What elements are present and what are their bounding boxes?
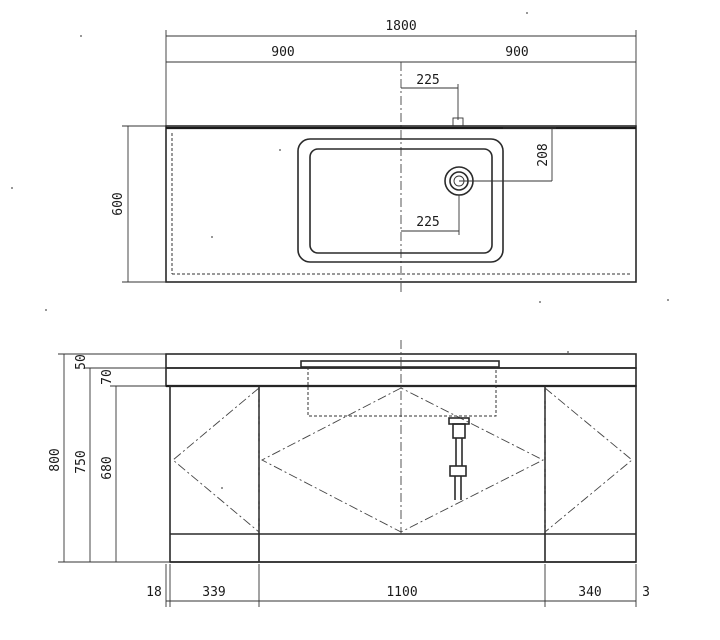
dim-right-half: 900 [505, 45, 528, 60]
door-swing-center [261, 387, 544, 533]
dim-left-half: 900 [271, 45, 294, 60]
door-swing-right [544, 387, 633, 533]
countertop-outline [165, 125, 637, 283]
cabinet-body [169, 385, 637, 563]
plan-view: 1800 900 900 225 208 225 [111, 19, 637, 292]
dim-drain-offset: 225 [416, 215, 439, 230]
dim-total-height: 800 [48, 448, 63, 471]
dim-top-thickness: 50 [74, 354, 89, 370]
dim-door-height: 680 [100, 456, 115, 479]
dim-right-gap: 3 [642, 585, 650, 600]
dim-overall-width: 1800 [385, 19, 416, 34]
sink-bowl-hidden [307, 367, 497, 417]
dim-depth: 600 [111, 192, 126, 215]
sink-rim [300, 360, 500, 368]
dim-drain-from-back: 208 [536, 143, 551, 166]
dim-cabinet-height: 750 [74, 450, 89, 473]
sink-bowl-inner [309, 148, 493, 254]
elevation-view: 800 50 750 70 680 18 339 1100 340 3 [48, 340, 650, 607]
scan-specks [11, 12, 669, 489]
sink-bowl-outer [297, 138, 504, 263]
dim-faucet-offset: 225 [416, 73, 439, 88]
dim-right-bay: 340 [578, 585, 601, 600]
dim-apron-height: 70 [100, 369, 115, 385]
dim-left-bay: 339 [202, 585, 225, 600]
drain-trap [448, 417, 470, 500]
dim-center-bay: 1100 [386, 585, 417, 600]
dim-left-gap: 18 [146, 585, 162, 600]
door-swing-left [172, 387, 260, 533]
